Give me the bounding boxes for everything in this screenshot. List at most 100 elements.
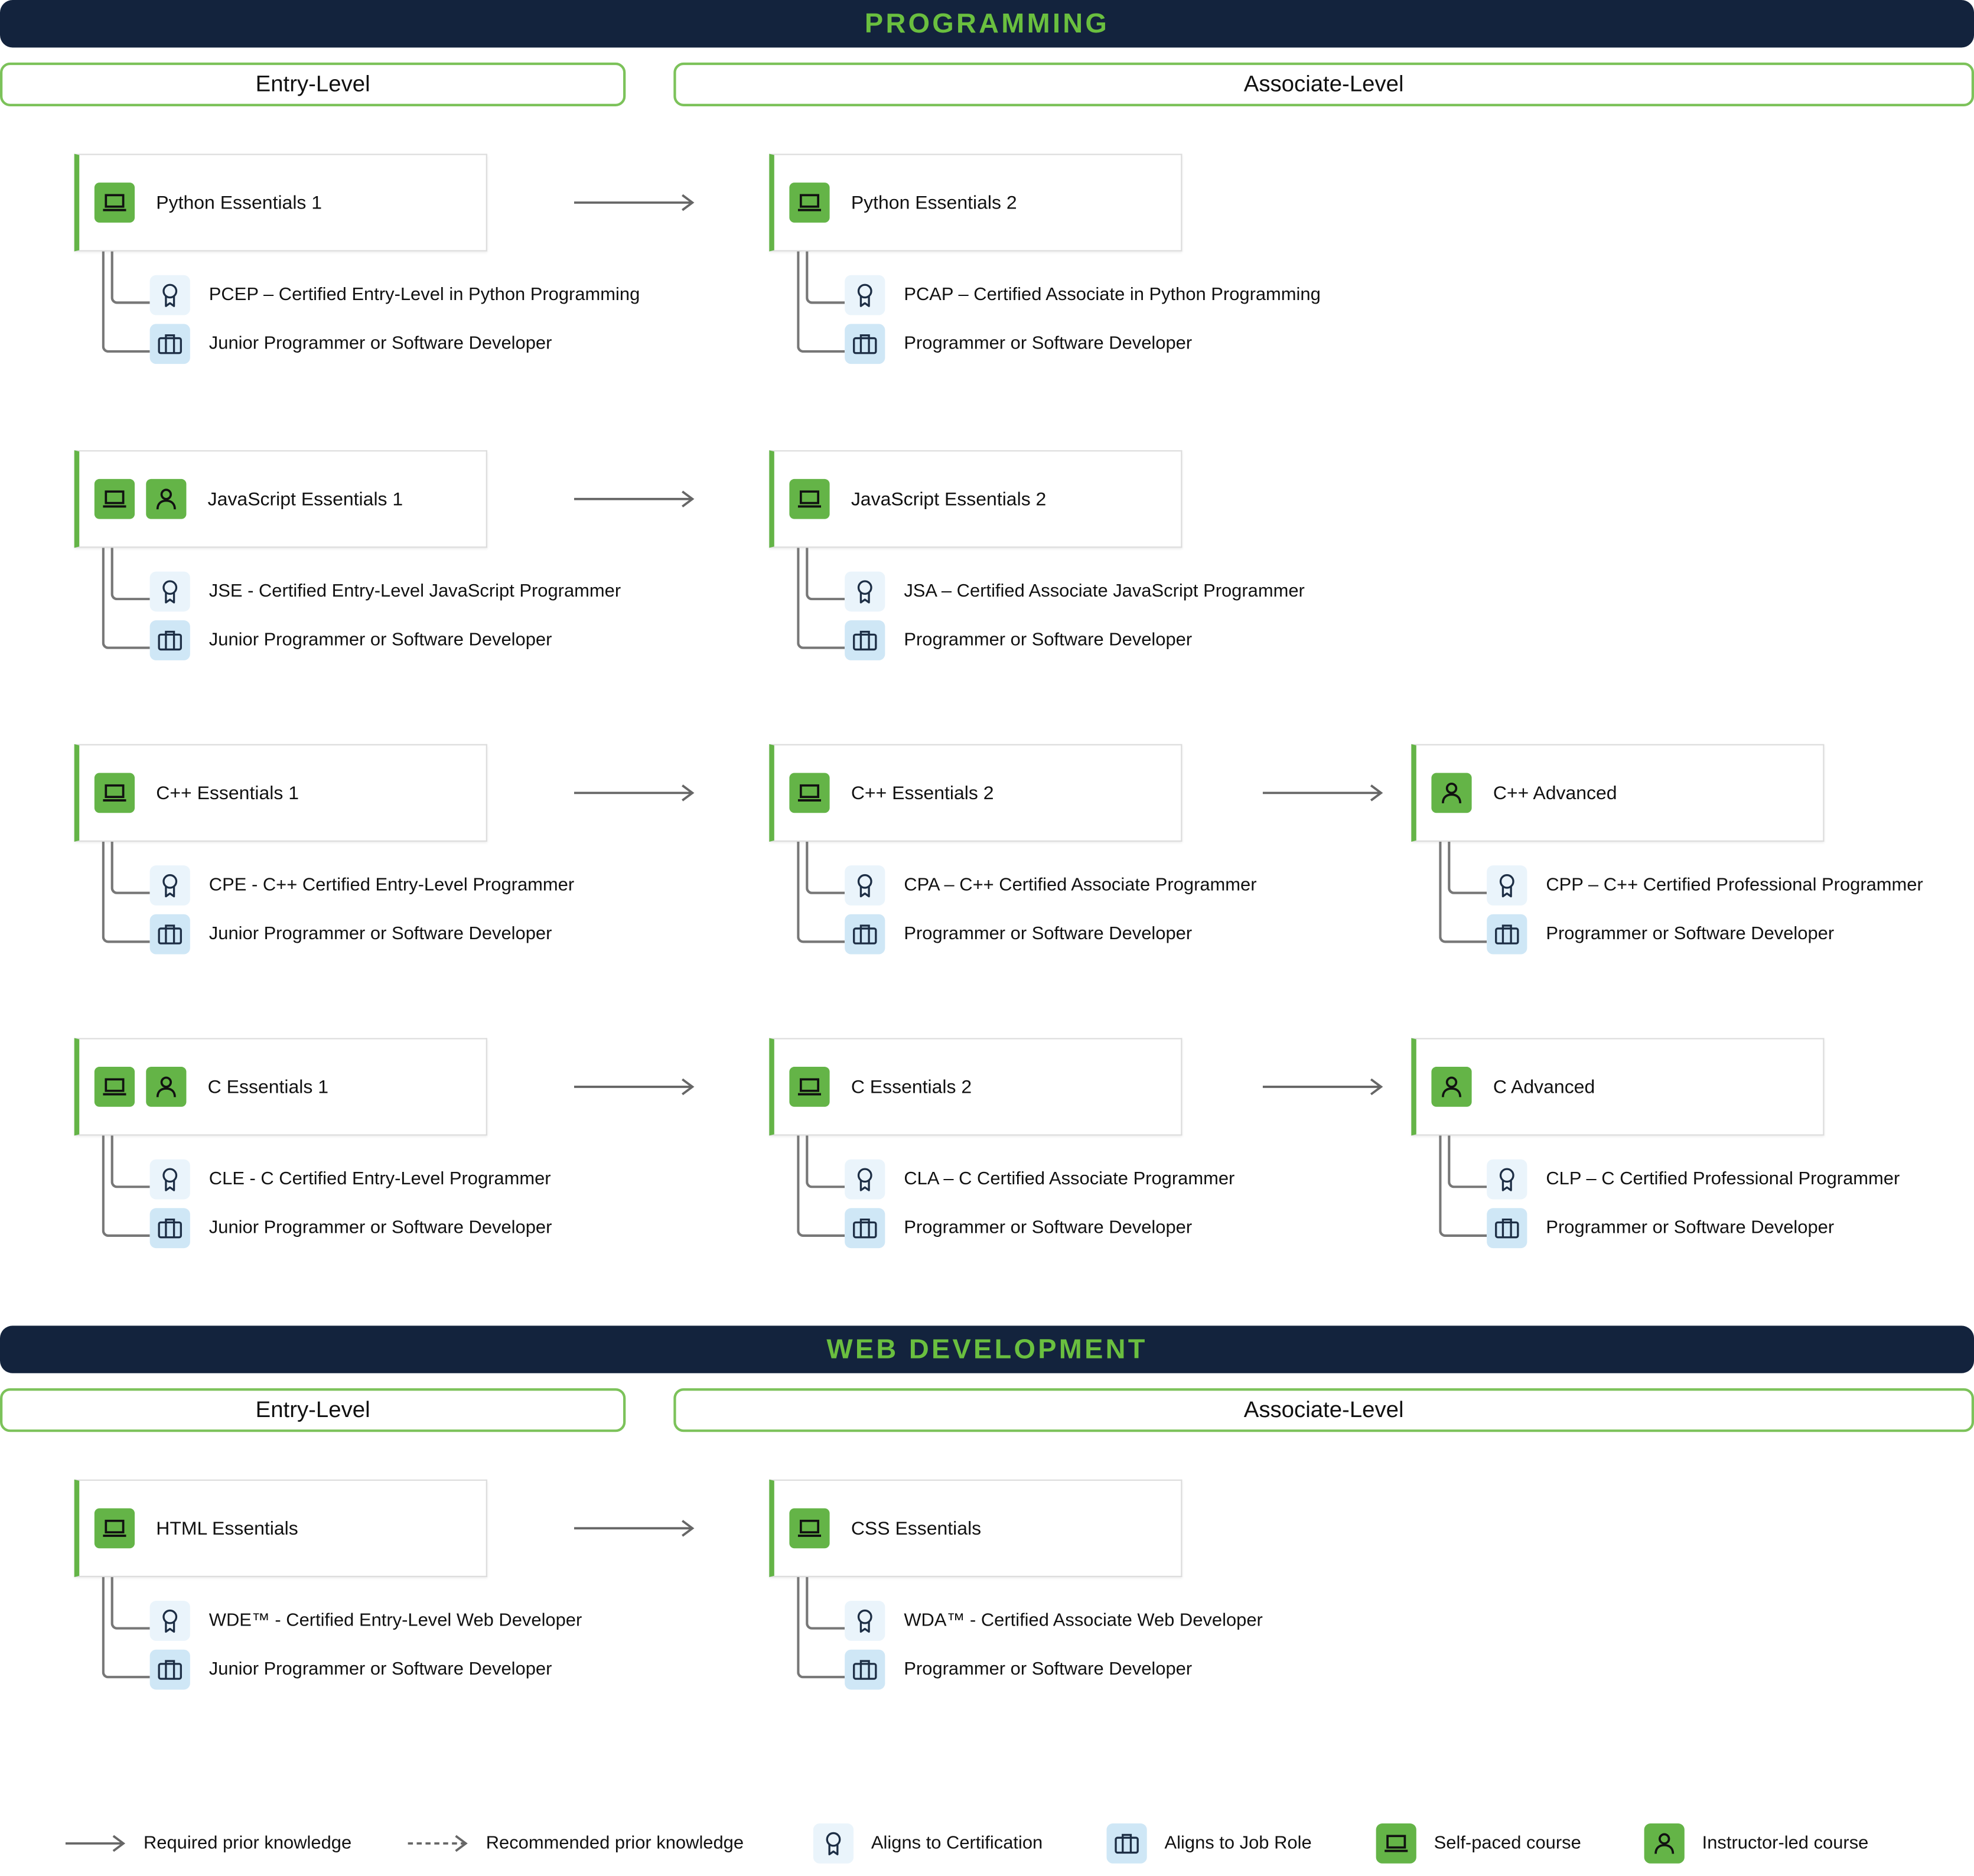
job-role-item: Junior Programmer or Software Developer: [149, 323, 552, 365]
job-role-label: Programmer or Software Developer: [904, 630, 1193, 650]
section-header-programming: PROGRAMMING: [0, 0, 1974, 48]
course-card-c-essentials-2[interactable]: C Essentials 2: [769, 1038, 1183, 1136]
connector-line: [797, 251, 845, 353]
job-role-item: Programmer or Software Developer: [845, 1207, 1192, 1249]
certification-label: WDE™ - Certified Entry-Level Web Develop…: [209, 1611, 582, 1631]
job-role-item: Programmer or Software Developer: [1487, 913, 1834, 956]
connector-line: [806, 1577, 845, 1630]
course-card-c-essentials-1[interactable]: C Essentials 1: [74, 1038, 487, 1136]
job-role-label: Programmer or Software Developer: [904, 334, 1193, 354]
certification-label: JSA – Certified Associate JavaScript Pro…: [904, 581, 1305, 602]
connector-line: [806, 251, 845, 304]
course-title: CSS Essentials: [851, 1517, 982, 1539]
laptop-icon: [94, 1067, 135, 1107]
certification-icon: [1487, 865, 1527, 906]
course-title: C Essentials 2: [851, 1076, 972, 1097]
course-card-c-essentials-2[interactable]: C++ Essentials 2: [769, 744, 1183, 842]
certification-item: CLA – C Certified Associate Programmer: [845, 1158, 1234, 1201]
course-card-css-essentials[interactable]: CSS Essentials: [769, 1479, 1183, 1577]
job-role-label: Programmer or Software Developer: [1546, 1218, 1835, 1239]
connector-line: [1439, 841, 1487, 943]
dashed-arrow-icon: [408, 1835, 468, 1852]
connector-line: [102, 548, 150, 649]
certification-icon: [149, 275, 190, 315]
required-arrow: [574, 490, 695, 508]
course-title: Python Essentials 1: [156, 192, 323, 213]
certification-item: CPP – C++ Certified Professional Program…: [1487, 864, 1923, 907]
course-card-c-essentials-1[interactable]: C++ Essentials 1: [74, 744, 487, 842]
connector-line: [1448, 841, 1487, 894]
briefcase-icon: [149, 1208, 190, 1249]
legend-job-role: Aligns to Job Role: [1106, 1823, 1312, 1864]
certification-icon: [845, 275, 885, 315]
briefcase-icon: [1106, 1823, 1147, 1864]
job-role-label: Programmer or Software Developer: [1546, 924, 1835, 944]
entry-level-header: Entry-Level: [0, 62, 626, 106]
certification-item: WDE™ - Certified Entry-Level Web Develop…: [149, 1600, 582, 1642]
course-title: Python Essentials 2: [851, 192, 1017, 213]
course-card-javascript-essentials-1[interactable]: JavaScript Essentials 1: [74, 450, 487, 548]
certification-icon: [845, 865, 885, 906]
certification-icon: [149, 571, 190, 612]
course-card-python-essentials-1[interactable]: Python Essentials 1: [74, 154, 487, 252]
job-role-item: Junior Programmer or Software Developer: [149, 619, 552, 662]
course-card-c-advanced[interactable]: C++ Advanced: [1411, 744, 1825, 842]
briefcase-icon: [149, 620, 190, 660]
person-icon: [1644, 1823, 1685, 1864]
certification-icon: [149, 865, 190, 906]
laptop-icon: [789, 1508, 830, 1549]
connector-line: [110, 841, 150, 894]
certification-label: CPA – C++ Certified Associate Programmer: [904, 875, 1257, 895]
certification-label: CPP – C++ Certified Professional Program…: [1546, 875, 1923, 895]
certification-label: WDA™ - Certified Associate Web Developer: [904, 1611, 1263, 1631]
course-title: C++ Essentials 1: [156, 782, 299, 804]
laptop-icon: [94, 773, 135, 813]
legend-required-label: Required prior knowledge: [143, 1833, 352, 1854]
certification-label: JSE - Certified Entry-Level JavaScript P…: [209, 581, 621, 602]
course-card-html-essentials[interactable]: HTML Essentials: [74, 1479, 487, 1577]
required-arrow: [1262, 1078, 1384, 1096]
job-role-label: Junior Programmer or Software Developer: [209, 1218, 552, 1239]
job-role-label: Junior Programmer or Software Developer: [209, 630, 552, 650]
connector-line: [110, 251, 150, 304]
certification-item: PCEP – Certified Entry-Level in Python P…: [149, 274, 640, 317]
job-role-item: Programmer or Software Developer: [845, 1649, 1192, 1691]
laptop-icon: [94, 478, 135, 519]
briefcase-icon: [149, 1649, 190, 1690]
job-role-label: Junior Programmer or Software Developer: [209, 924, 552, 944]
job-role-label: Programmer or Software Developer: [904, 924, 1193, 944]
required-arrow: [574, 1520, 695, 1538]
course-card-c-advanced[interactable]: C Advanced: [1411, 1038, 1825, 1136]
laptop-icon: [789, 773, 830, 813]
associate-level-header: Associate-Level: [673, 1388, 1974, 1432]
certification-item: CLE - C Certified Entry-Level Programmer: [149, 1158, 551, 1201]
briefcase-icon: [149, 914, 190, 955]
certification-item: CPA – C++ Certified Associate Programmer: [845, 864, 1257, 907]
course-card-javascript-essentials-2[interactable]: JavaScript Essentials 2: [769, 450, 1183, 548]
legend-recommended: Recommended prior knowledge: [408, 1823, 744, 1864]
certification-icon: [845, 1159, 885, 1200]
course-card-python-essentials-2[interactable]: Python Essentials 2: [769, 154, 1183, 252]
job-role-label: Junior Programmer or Software Developer: [209, 334, 552, 354]
legend-instructor-led-label: Instructor-led course: [1702, 1833, 1869, 1854]
briefcase-icon: [845, 324, 885, 364]
legend-certification-label: Aligns to Certification: [871, 1833, 1043, 1854]
connector-line: [102, 841, 150, 943]
laptop-icon: [94, 183, 135, 223]
course-title: JavaScript Essentials 1: [207, 488, 403, 510]
certification-label: CLA – C Certified Associate Programmer: [904, 1169, 1235, 1190]
connector-line: [102, 1135, 150, 1237]
certification-label: CPE - C++ Certified Entry-Level Programm…: [209, 875, 575, 895]
briefcase-icon: [1487, 1208, 1527, 1249]
job-role-item: Junior Programmer or Software Developer: [149, 913, 552, 956]
certification-label: CLP – C Certified Professional Programme…: [1546, 1169, 1900, 1190]
certification-icon: [1487, 1159, 1527, 1200]
job-role-item: Programmer or Software Developer: [845, 913, 1192, 956]
person-icon: [146, 478, 187, 519]
briefcase-icon: [845, 1208, 885, 1249]
certification-label: CLE - C Certified Entry-Level Programmer: [209, 1169, 551, 1190]
job-role-item: Junior Programmer or Software Developer: [149, 1207, 552, 1249]
section-title: WEB DEVELOPMENT: [826, 1333, 1148, 1364]
laptop-icon: [789, 1067, 830, 1107]
